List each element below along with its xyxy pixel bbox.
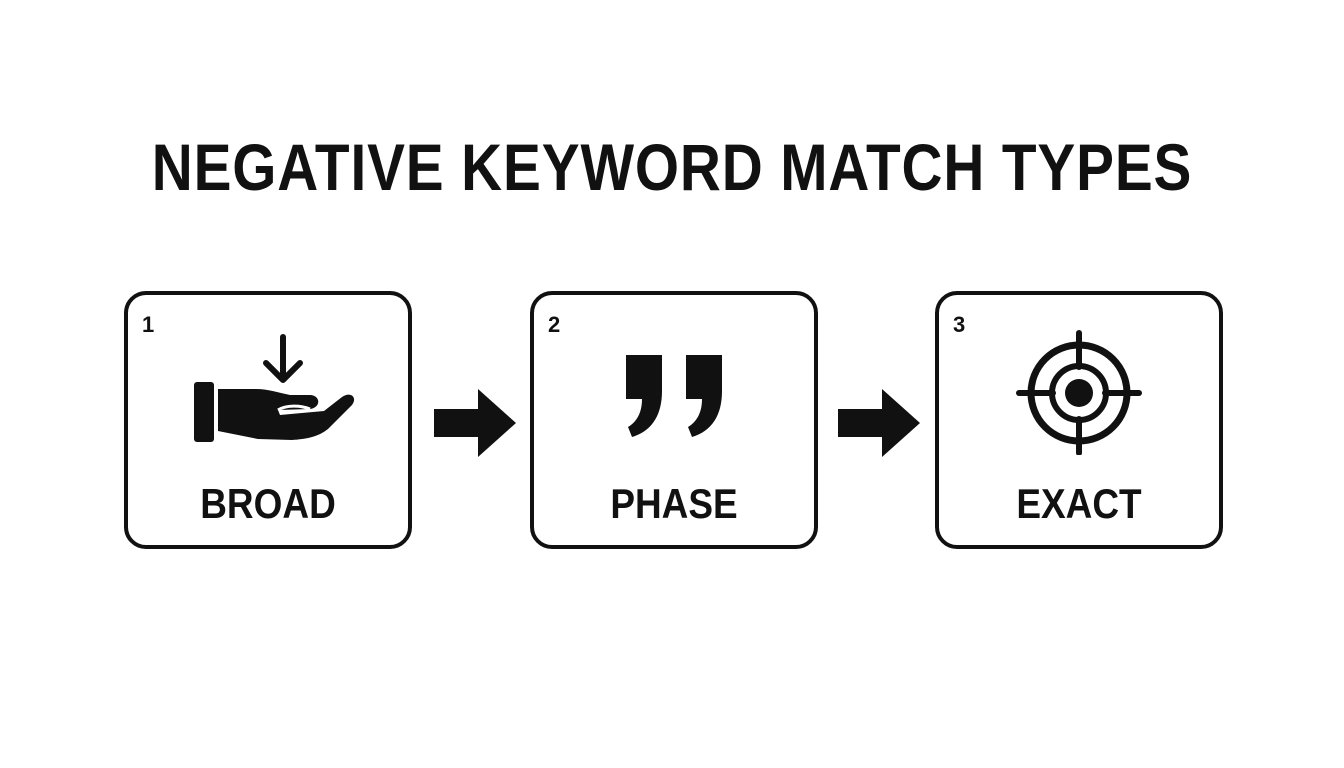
diagram-title: NEGATIVE KEYWORD MATCH TYPES bbox=[151, 130, 1193, 204]
quotation-marks-icon bbox=[626, 355, 722, 437]
match-type-card-phrase: 2 PHASE bbox=[530, 291, 818, 549]
step-number: 3 bbox=[953, 312, 966, 337]
target-crosshair-icon bbox=[1016, 330, 1142, 455]
step-number: 1 bbox=[142, 312, 155, 337]
hand-receive-arrow-icon bbox=[194, 334, 355, 442]
arrow-right-icon bbox=[838, 389, 920, 457]
match-type-card-broad: 1 BROAD bbox=[124, 291, 412, 549]
step-number: 2 bbox=[548, 312, 561, 337]
step-label: EXACT bbox=[1016, 480, 1142, 527]
step-label: BROAD bbox=[200, 480, 336, 527]
arrow-right-icon bbox=[434, 389, 516, 457]
match-type-card-exact: 3 EXACT bbox=[935, 291, 1223, 549]
step-label: PHASE bbox=[610, 480, 738, 527]
